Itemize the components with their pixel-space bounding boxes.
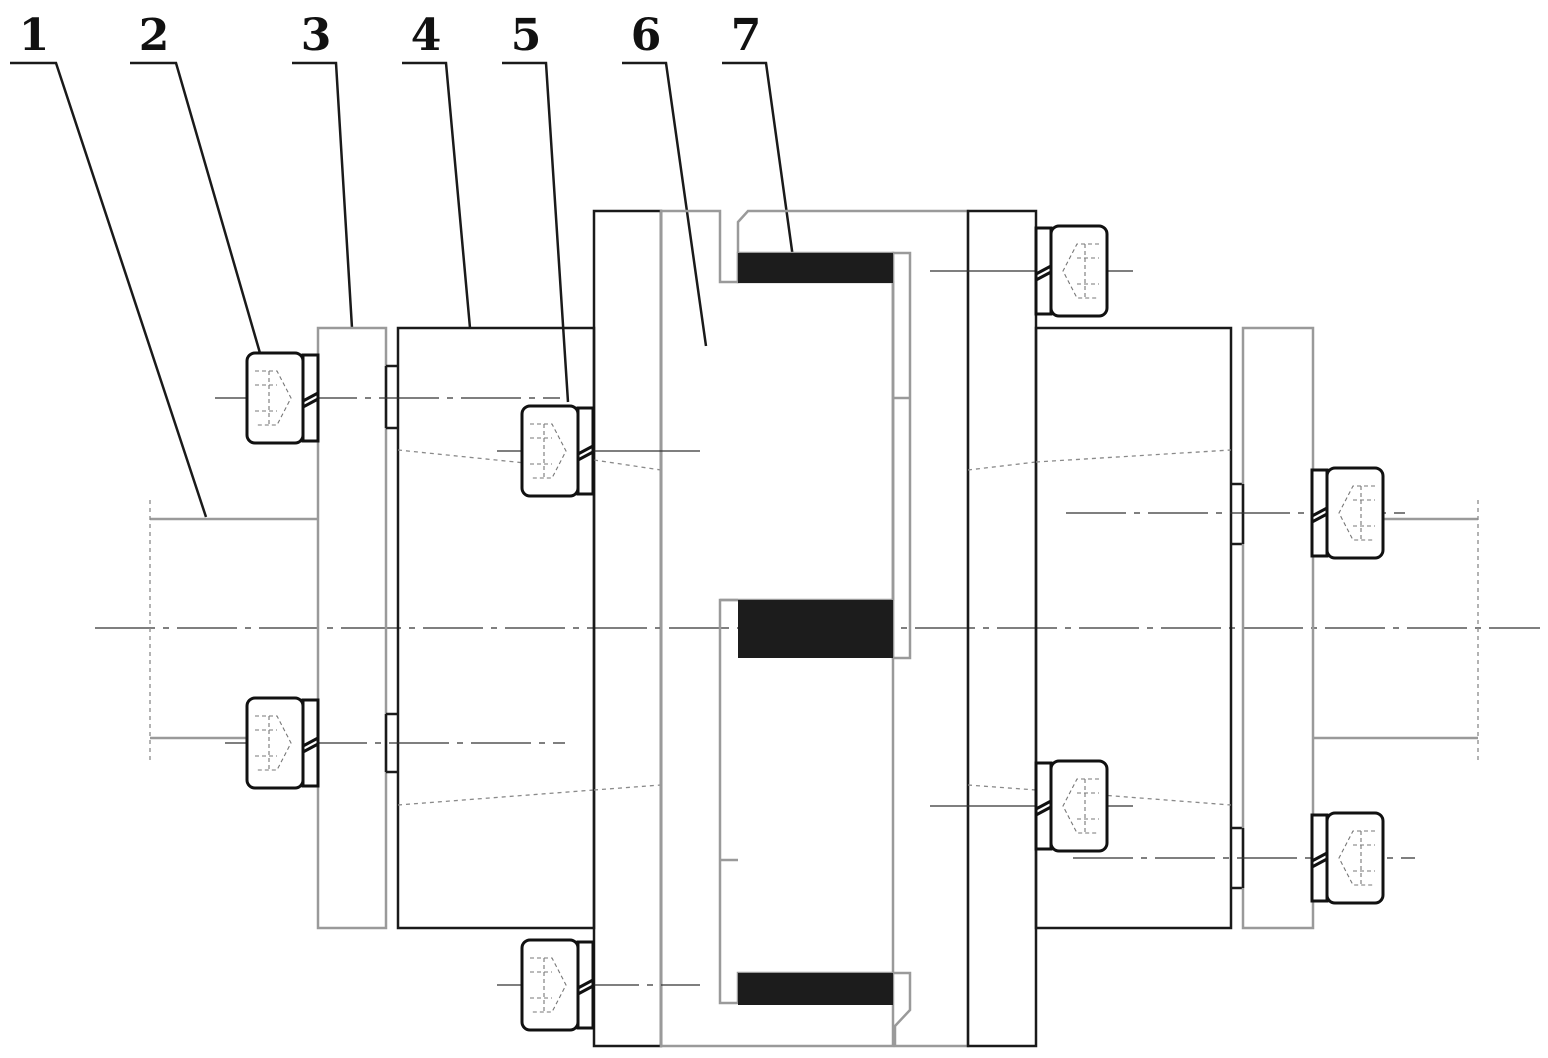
right-hub	[1034, 326, 1243, 930]
pad-top	[738, 253, 893, 283]
hex-socket-bolt-icon	[1310, 811, 1385, 905]
elastomer-pads	[738, 253, 893, 1005]
label-5: 5	[511, 10, 542, 61]
leader-3	[292, 61, 354, 329]
hex-socket-bolt-icon	[1034, 759, 1109, 853]
hex-socket-bolt-icon	[245, 696, 320, 790]
part-labels: 1 2 3 4 5 6 7	[19, 10, 762, 61]
hex-socket-bolt-icon	[1310, 466, 1385, 560]
leader-2	[130, 61, 264, 361]
leader-5	[502, 61, 570, 403]
label-3: 3	[301, 10, 332, 61]
left-jaw	[659, 209, 895, 1048]
hex-socket-bolt-icon	[520, 404, 595, 498]
leader-lines	[10, 61, 796, 518]
label-2: 2	[139, 10, 170, 61]
leader-1	[10, 61, 208, 518]
left-clamp-ring	[316, 326, 388, 930]
label-1: 1	[19, 10, 50, 61]
label-7: 7	[731, 10, 762, 61]
hex-socket-bolt-icon	[1034, 224, 1109, 318]
leader-6	[622, 61, 708, 347]
label-4: 4	[411, 10, 442, 61]
pad-bottom	[738, 973, 893, 1005]
leader-4	[402, 61, 472, 329]
hex-socket-bolt-icon	[245, 351, 320, 445]
leader-7	[722, 61, 796, 266]
hex-socket-bolt-icon	[520, 938, 595, 1032]
pad-middle	[738, 600, 893, 658]
label-6: 6	[631, 10, 662, 61]
